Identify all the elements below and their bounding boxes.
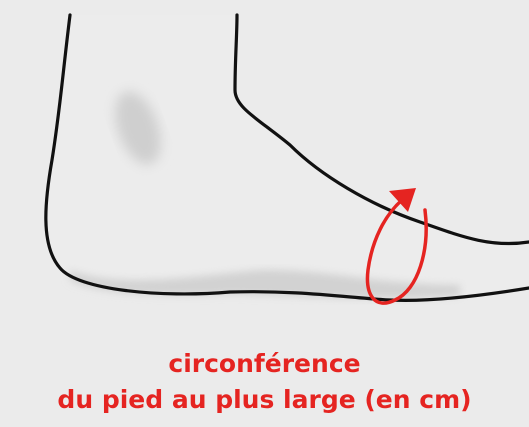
caption-line-1: circonférence — [0, 346, 529, 382]
foot-illustration — [0, 0, 529, 320]
caption-line-2: du pied au plus large (en cm) — [0, 382, 529, 418]
caption: circonférence du pied au plus large (en … — [0, 346, 529, 418]
foot-fill — [46, 15, 529, 300]
